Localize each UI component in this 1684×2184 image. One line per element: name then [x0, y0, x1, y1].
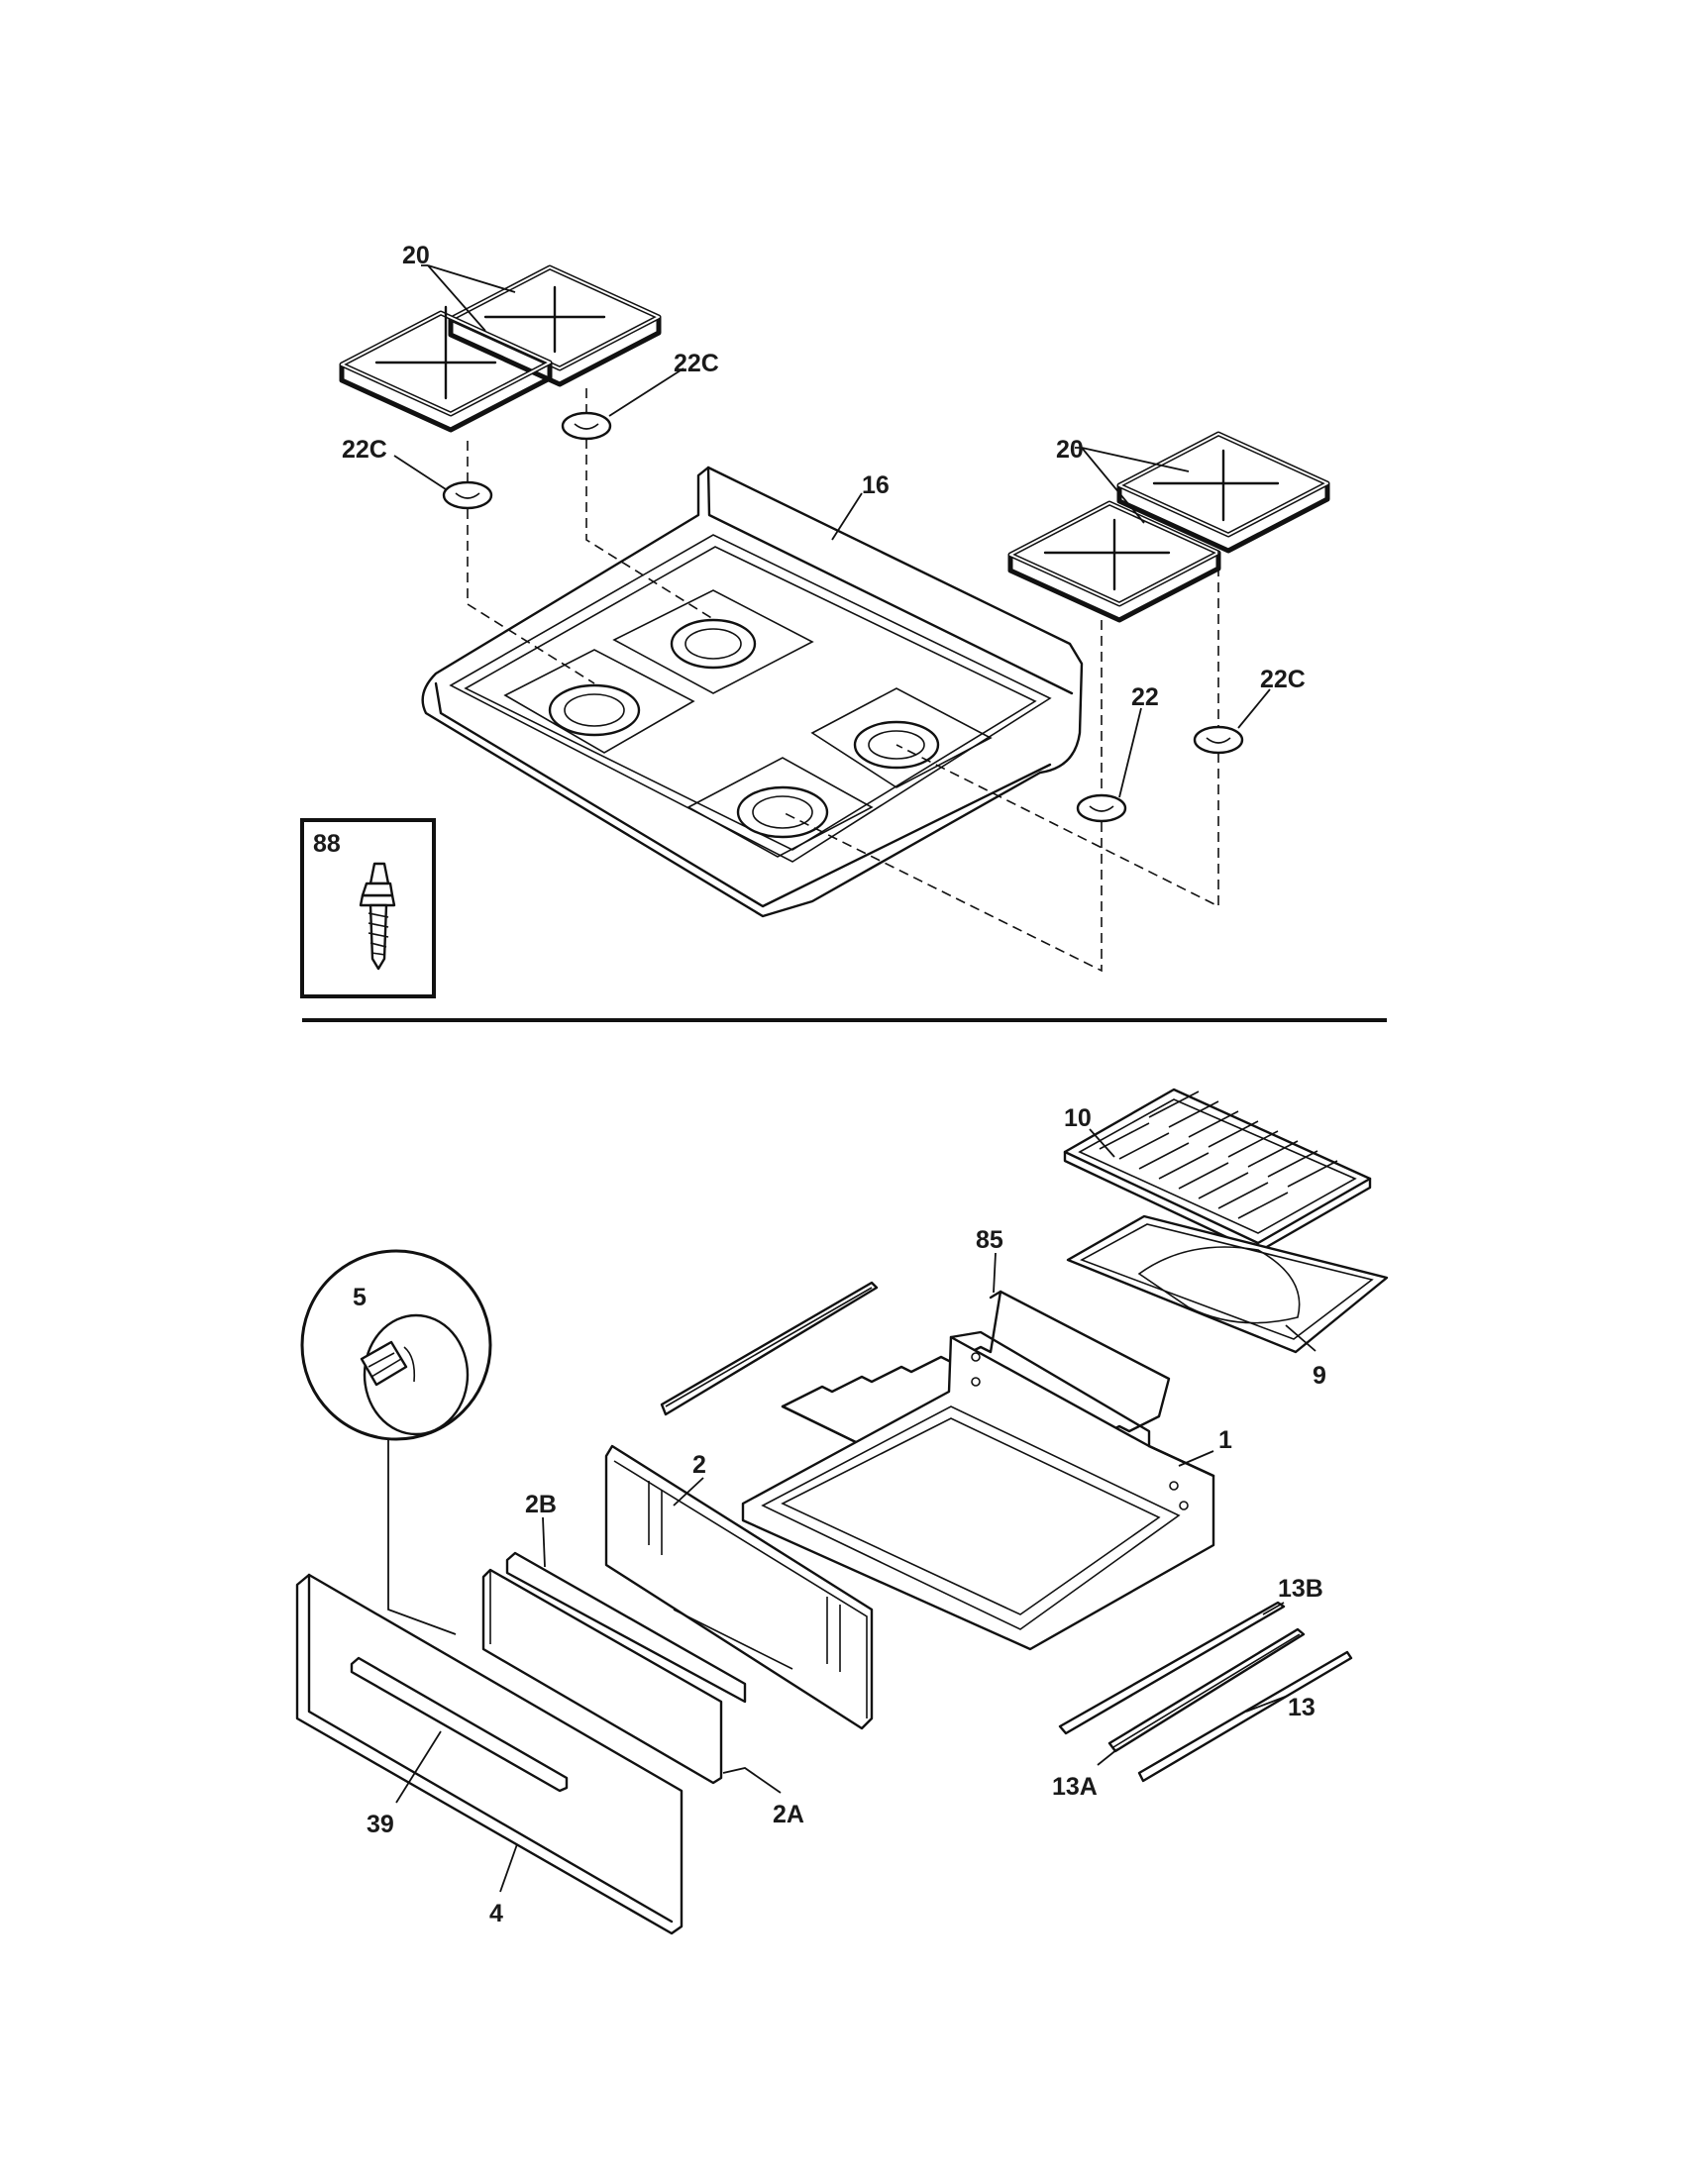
knob-icon: [360, 1313, 470, 1436]
panel-2a: [481, 1568, 723, 1785]
slide-13: [1137, 1650, 1353, 1783]
label-22c-right: 22C: [1260, 666, 1306, 693]
drawer-front-4: [295, 1573, 684, 1935]
label-13: 13: [1288, 1694, 1316, 1721]
burner-cap-22-right: [1076, 793, 1127, 823]
back-panel-2: [604, 1444, 874, 1730]
label-4: 4: [489, 1900, 503, 1927]
label-13b: 13B: [1278, 1575, 1323, 1603]
slide-13a: [1107, 1627, 1306, 1753]
screw-icon: [359, 862, 396, 971]
label-1: 1: [1218, 1426, 1232, 1454]
handle-39: [350, 1656, 569, 1793]
side-rail-left: [660, 1281, 879, 1416]
alignment-lines-top: [467, 388, 1219, 973]
label-10: 10: [1064, 1104, 1092, 1132]
label-2a: 2A: [773, 1801, 804, 1828]
label-16: 16: [862, 471, 890, 499]
label-13a: 13A: [1052, 1773, 1098, 1801]
label-22c-left: 22C: [342, 436, 387, 464]
label-20-right: 20: [1056, 436, 1084, 464]
label-22c-left-top: 22C: [674, 350, 719, 377]
grate-pair-left: [339, 264, 662, 433]
label-2b: 2B: [525, 1491, 557, 1518]
burner-cap-22c-left: [442, 480, 493, 510]
label-85: 85: [976, 1226, 1003, 1254]
label-22: 22: [1131, 683, 1159, 711]
label-2: 2: [692, 1451, 706, 1479]
knob-detail-5: 5: [300, 1249, 492, 1635]
label-9: 9: [1313, 1362, 1326, 1390]
burner-cap-22c-left-top: [561, 411, 612, 441]
drawer-body-1: [741, 1330, 1215, 1651]
label-5: 5: [353, 1284, 367, 1311]
burner-cap-22c-right: [1193, 725, 1244, 755]
label-20-left: 20: [402, 242, 430, 269]
label-39: 39: [367, 1811, 394, 1838]
broiler-pan-9: [1066, 1214, 1389, 1354]
leader-lines-top: [393, 264, 1271, 798]
cooktop-16: [421, 466, 1084, 918]
leader-lines-bottom: [395, 1128, 1316, 1893]
broiler-grid-10: [1063, 1088, 1372, 1254]
panel-2b: [505, 1551, 747, 1704]
screw-88-box: 88: [300, 818, 436, 998]
label-88: 88: [313, 830, 341, 858]
slide-13b: [1058, 1601, 1286, 1735]
